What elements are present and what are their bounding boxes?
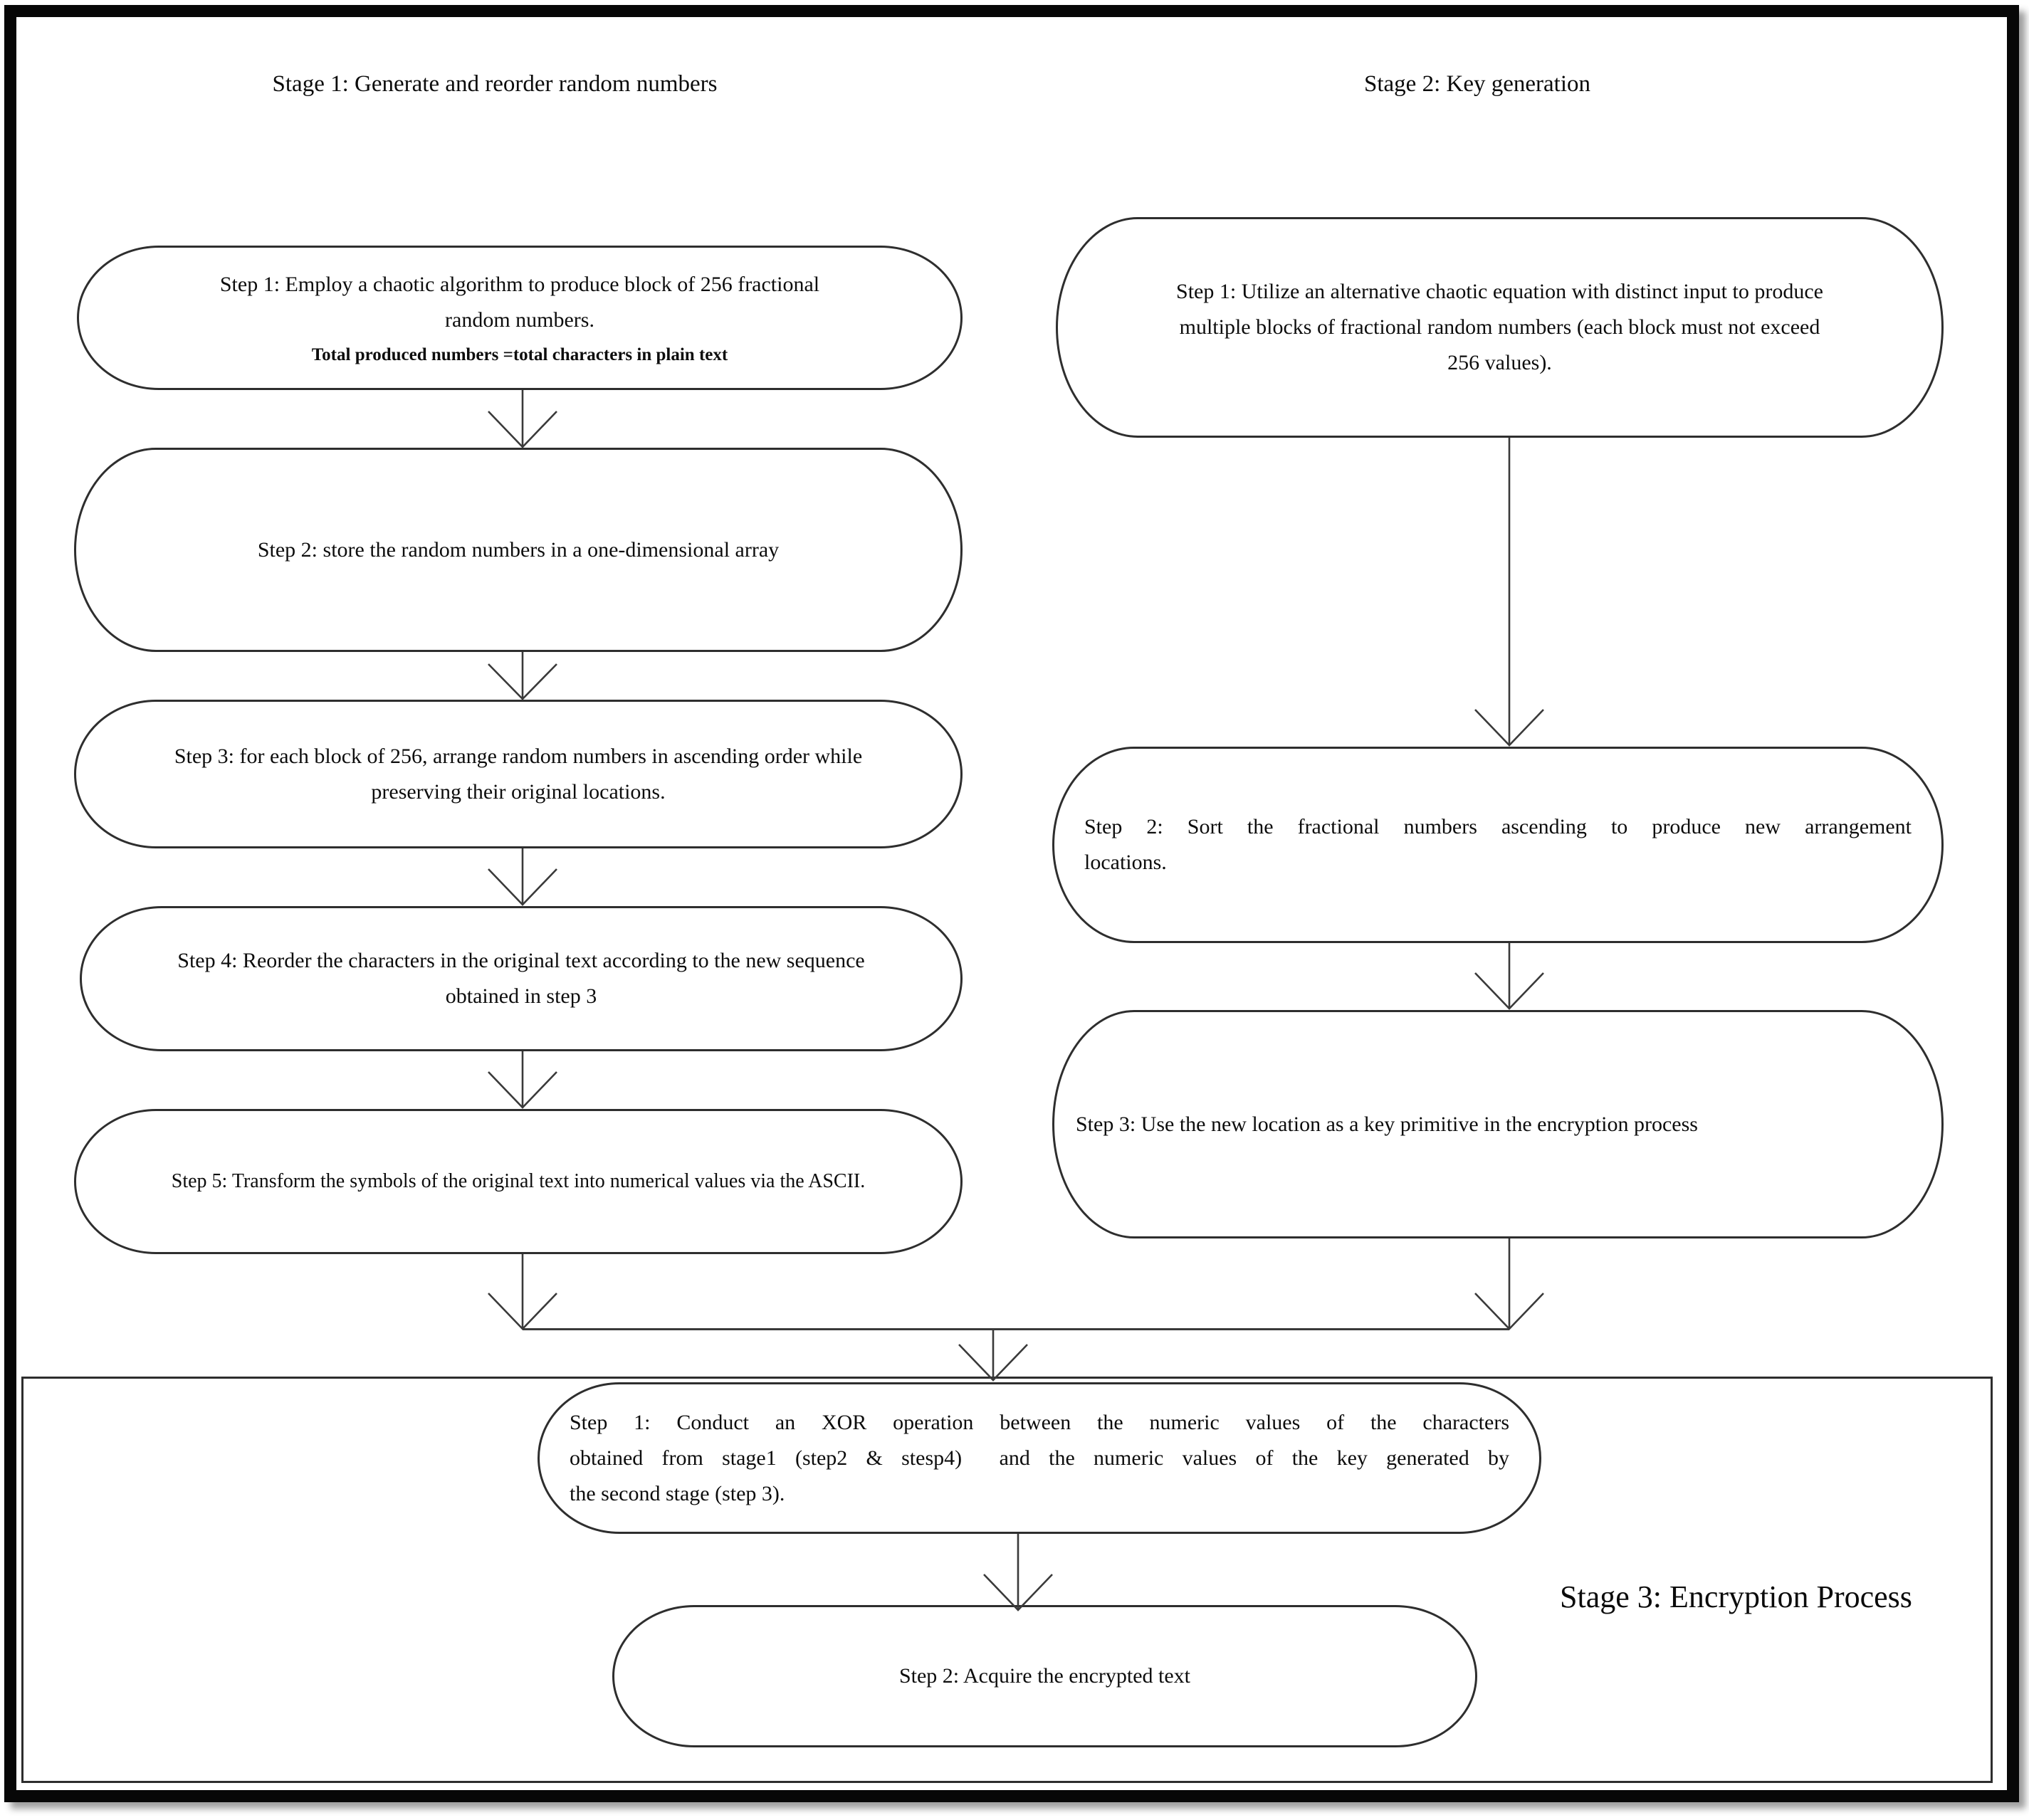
node-stage1-step4: Step 4: Reorder the characters in the or… [80,906,963,1051]
arrow-s1-step1-to-step2 [488,390,557,448]
node-text-line: Step 1: Employ a chaotic algorithm to pr… [219,272,820,296]
node-text-line: obtained in step 3 [445,984,597,1008]
node-text-subline: Total produced numbers =total characters… [311,344,728,364]
arrow-s1-step3-to-step4 [488,848,557,906]
stage3-region-border [21,1377,1993,1783]
node-text-line: Step 3: for each block of 256, arrange r… [174,744,863,768]
node-text-line: the second stage (step 3). [570,1481,785,1505]
node-text-line: Step 5: Transform the symbols of the ori… [171,1170,866,1192]
node-stage3-step1: Step 1: Conduct an XOR operation between… [538,1382,1541,1534]
arrow-s1-step2-to-step3 [488,652,557,700]
node-text-line: 256 values). [1447,351,1552,374]
node-text-line: multiple blocks of fractional random num… [1179,315,1820,339]
node-text-line: random numbers. [445,307,594,332]
arrow-s2-step2-to-step3 [1474,943,1544,1010]
arrow-s3-step1-to-step2 [983,1534,1053,1611]
stage2-title: Stage 2: Key generation [1364,71,1590,97]
node-text-line: Step 2: Acquire the encrypted text [898,1664,1191,1688]
merge-connector-line [523,1328,1509,1330]
node-stage1-step5: Step 5: Transform the symbols of the ori… [74,1109,963,1254]
stage3-title: Stage 3: Encryption Process [1560,1579,1912,1614]
node-stage2-step2: Step 2: Sort the fractional numbers asce… [1052,747,1944,943]
node-stage1-step3: Step 3: for each block of 256, arrange r… [74,700,963,848]
node-stage1-step1: Step 1: Employ a chaotic algorithm to pr… [77,246,963,390]
node-text-line: Step 1: Conduct an XOR operation between… [570,1410,1509,1434]
arrow-s2-step3-to-merge [1474,1238,1544,1330]
node-text-line: Step 2: Sort the fractional numbers asce… [1084,815,1912,838]
node-stage3-step2: Step 2: Acquire the encrypted text [612,1605,1477,1747]
stage1-title: Stage 1: Generate and reorder random num… [272,71,718,97]
node-stage2-step3: Step 3: Use the new location as a key pr… [1052,1010,1944,1238]
node-text-line: Step 4: Reorder the characters in the or… [177,949,865,972]
arrow-s1-step4-to-step5 [488,1051,557,1109]
node-text-line: Step 3: Use the new location as a key pr… [1076,1112,1698,1136]
node-text-line: locations. [1084,851,1167,874]
node-text-line: Step 1: Utilize an alternative chaotic e… [1176,280,1823,303]
arrow-merge-to-s3-step1 [958,1330,1028,1382]
arrow-s1-step5-to-merge [488,1254,557,1330]
arrow-s2-step1-to-step2 [1474,438,1544,747]
node-stage2-step1: Step 1: Utilize an alternative chaotic e… [1056,217,1944,438]
node-text-line: Step 2: store the random numbers in a on… [257,537,780,562]
node-stage1-step2: Step 2: store the random numbers in a on… [74,448,963,652]
node-text-line: preserving their original locations. [371,779,666,804]
node-text-line: obtained from stage1 (step2 & stesp4) an… [570,1446,1509,1470]
